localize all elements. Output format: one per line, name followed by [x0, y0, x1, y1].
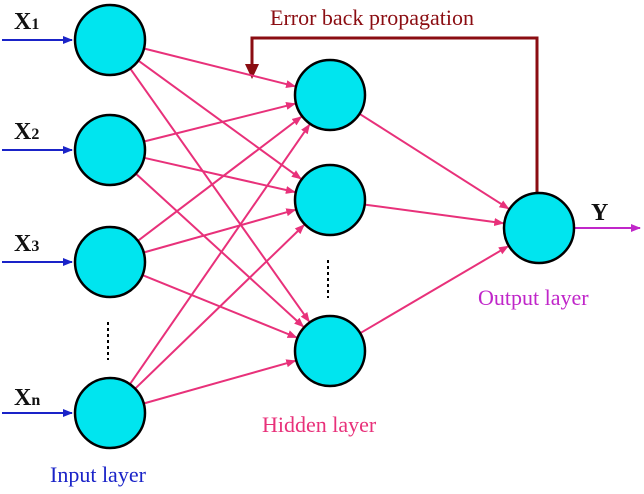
- input-node-1: [73, 3, 147, 77]
- input-hidden-connections: [129, 47, 311, 405]
- connection-input-2-hidden-1: [143, 102, 297, 143]
- connection-input-n-hidden-1: [129, 123, 311, 385]
- connection-input-1-hidden-2: [137, 59, 302, 180]
- input-node-n: [73, 376, 147, 450]
- connection-input-n-hidden-m: [143, 359, 297, 405]
- input-node-2: [73, 113, 147, 187]
- input-node-3: [73, 225, 147, 299]
- hidden-layer-caption: Hidden layer: [262, 412, 377, 437]
- hidden-output-connections: [358, 112, 510, 335]
- connection-input-3-hidden-2: [143, 208, 297, 254]
- hidden-node-2: [293, 163, 367, 237]
- connection-input-3-hidden-1: [137, 116, 303, 242]
- connection-input-2-hidden-m: [135, 172, 305, 328]
- error-propagation-title: Error back propagation: [270, 5, 474, 30]
- input-label-2: X2: [14, 119, 39, 145]
- connection-input-1-hidden-m: [129, 68, 311, 323]
- hidden-node-1: [293, 58, 367, 132]
- connection-input-1-hidden-1: [143, 47, 297, 88]
- connection-input-n-hidden-2: [134, 224, 305, 390]
- input-label-n: Xn: [14, 385, 40, 411]
- connection-hidden-2-output: [364, 203, 505, 226]
- hidden-node-m: [293, 314, 367, 388]
- error-back-propagation-path: [245, 36, 539, 192]
- output-layer-caption: Output layer: [478, 285, 589, 310]
- input-layer-nodes: [73, 3, 147, 450]
- error-arrowhead: [245, 64, 259, 79]
- hidden-layer-nodes: [293, 58, 367, 388]
- input-label-1: X1: [14, 9, 39, 35]
- input-label-3: X3: [14, 231, 39, 257]
- connection-hidden-1-output: [358, 112, 510, 210]
- input-layer-caption: Input layer: [50, 462, 147, 487]
- output-label: Y: [591, 200, 608, 226]
- output-node: [502, 191, 576, 265]
- connection-hidden-m-output: [359, 245, 509, 335]
- input-arrows: [2, 36, 73, 417]
- connection-input-2-hidden-2: [143, 156, 296, 194]
